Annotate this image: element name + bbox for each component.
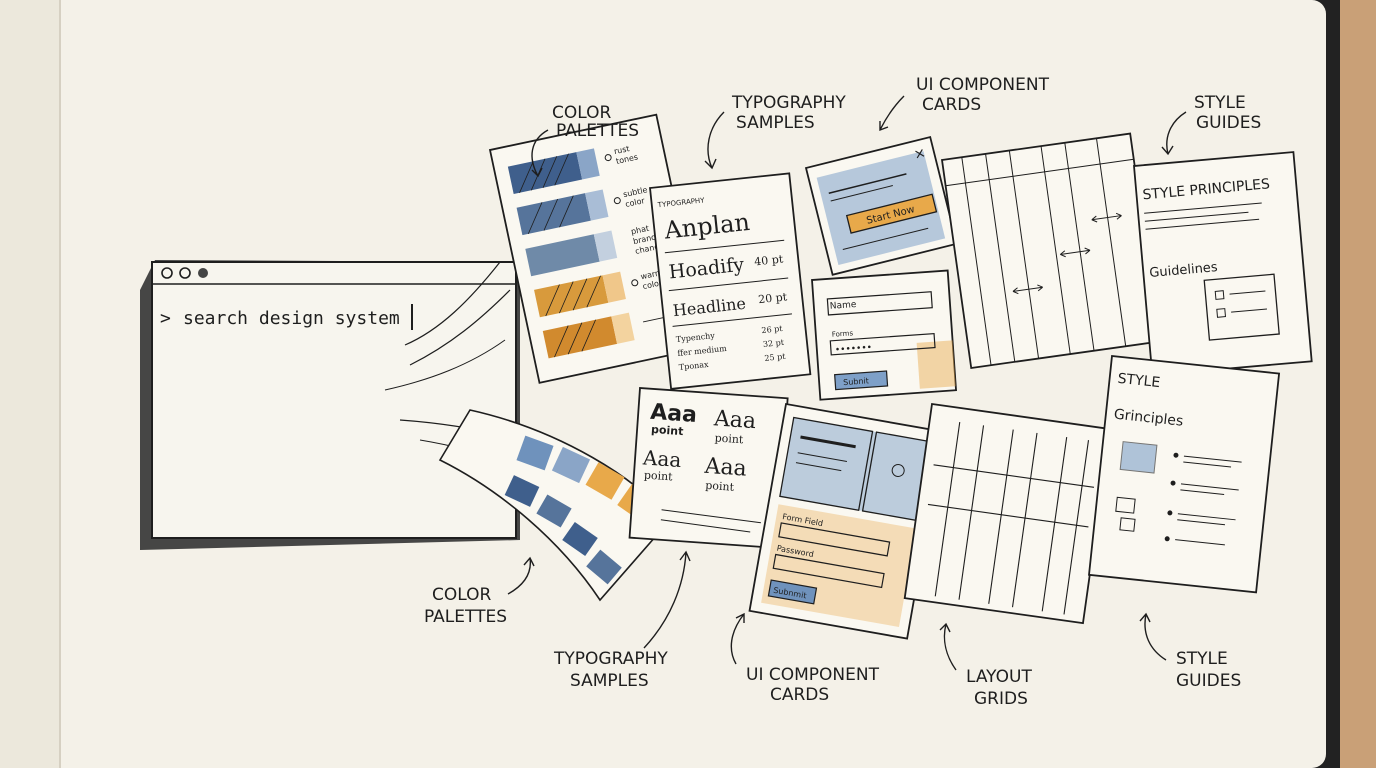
svg-text:Guidelines: Guidelines xyxy=(1149,260,1219,281)
svg-text:Aaa: Aaa xyxy=(703,454,748,482)
svg-text:color: color xyxy=(624,196,646,209)
svg-text:color: color xyxy=(642,278,664,291)
label-bottom-ui-1: UI COMPONENT xyxy=(746,665,880,685)
label-bottom-typo-1: TYPOGRAPHY xyxy=(553,649,668,669)
color-palette-card: rust tones subtle color phat brands chan… xyxy=(488,113,707,384)
svg-text:Grinciples: Grinciples xyxy=(1113,407,1184,430)
svg-text:26 pt: 26 pt xyxy=(761,324,784,335)
typography-card: TYPOGRAPHY Anplan Hoadify 40 pt Headline… xyxy=(649,172,812,390)
svg-text:Forms: Forms xyxy=(832,329,854,338)
label-bottom-typo-2: SAMPLES xyxy=(570,671,649,691)
label-top-typo-1: TYPOGRAPHY xyxy=(731,93,846,113)
label-bottom-ui-2: CARDS xyxy=(770,685,829,705)
svg-text:point: point xyxy=(643,469,673,484)
svg-text:32 pt: 32 pt xyxy=(763,338,786,349)
svg-text:Subnit: Subnit xyxy=(843,376,869,387)
svg-text:STYLE: STYLE xyxy=(1117,371,1161,391)
label-top-color-1: COLOR xyxy=(552,103,611,123)
svg-text:rust: rust xyxy=(613,144,630,156)
svg-text:point: point xyxy=(651,423,684,438)
color-palette-strip xyxy=(438,409,672,602)
svg-text:Typenchy: Typenchy xyxy=(676,331,716,344)
label-top-style-2: GUIDES xyxy=(1196,113,1261,133)
style-guide-card-bottom: STYLE Grinciples xyxy=(1088,355,1281,594)
layout-grid-card-bottom xyxy=(903,402,1112,625)
svg-text:Aaa: Aaa xyxy=(641,445,682,472)
svg-text:Aaa: Aaa xyxy=(712,406,757,434)
type-specimen-card: Aaa point Aaa point Aaa point Aaa point xyxy=(628,387,789,549)
annotations: COLOR PALETTES TYPOGRAPHY SAMPLES UI COM… xyxy=(424,75,1261,709)
label-bottom-layout-1: LAYOUT xyxy=(966,667,1032,687)
window-close-dot xyxy=(161,267,173,279)
ui-component-card-bottom: Form Field Password Subnmit xyxy=(748,402,945,640)
svg-text:×: × xyxy=(912,145,927,163)
svg-text:Aaa: Aaa xyxy=(649,400,697,428)
label-top-ui-1: UI COMPONENT xyxy=(916,75,1050,95)
svg-text:point: point xyxy=(714,431,744,446)
terminal-command: search design system xyxy=(183,308,400,329)
label-bottom-color-1: COLOR xyxy=(432,585,491,605)
svg-text:25 pt: 25 pt xyxy=(764,352,787,363)
label-bottom-layout-2: GRIDS xyxy=(974,689,1028,709)
svg-text:Name: Name xyxy=(830,300,858,312)
svg-text:point: point xyxy=(705,479,735,494)
svg-text:40 pt: 40 pt xyxy=(754,252,785,268)
ui-component-card-top: × Start Now xyxy=(804,135,958,276)
label-top-ui-2: CARDS xyxy=(922,95,981,115)
terminal-window: > search design system xyxy=(140,260,601,550)
label-top-style-1: STYLE xyxy=(1194,93,1246,113)
window-maximize-dot xyxy=(198,268,208,278)
window-minimize-dot xyxy=(179,267,191,279)
label-bottom-style-1: STYLE xyxy=(1176,649,1228,669)
label-bottom-style-2: GUIDES xyxy=(1176,671,1241,691)
svg-text:20 pt: 20 pt xyxy=(758,290,789,306)
label-bottom-color-2: PALETTES xyxy=(424,607,507,627)
svg-text:phat: phat xyxy=(630,224,650,237)
label-top-typo-2: SAMPLES xyxy=(736,113,815,133)
layout-grid-card-top xyxy=(940,132,1161,369)
terminal-prompt: > xyxy=(160,308,171,329)
svg-text:•••••••: ••••••• xyxy=(835,343,873,356)
label-top-color-2: PALETTES xyxy=(556,121,639,141)
svg-text:Tponax: Tponax xyxy=(678,360,709,372)
form-card-small: Name Forms ••••••• Subnit xyxy=(811,269,958,401)
style-guide-card-top: STYLE PRINCIPLES Guidelines xyxy=(1133,151,1313,377)
